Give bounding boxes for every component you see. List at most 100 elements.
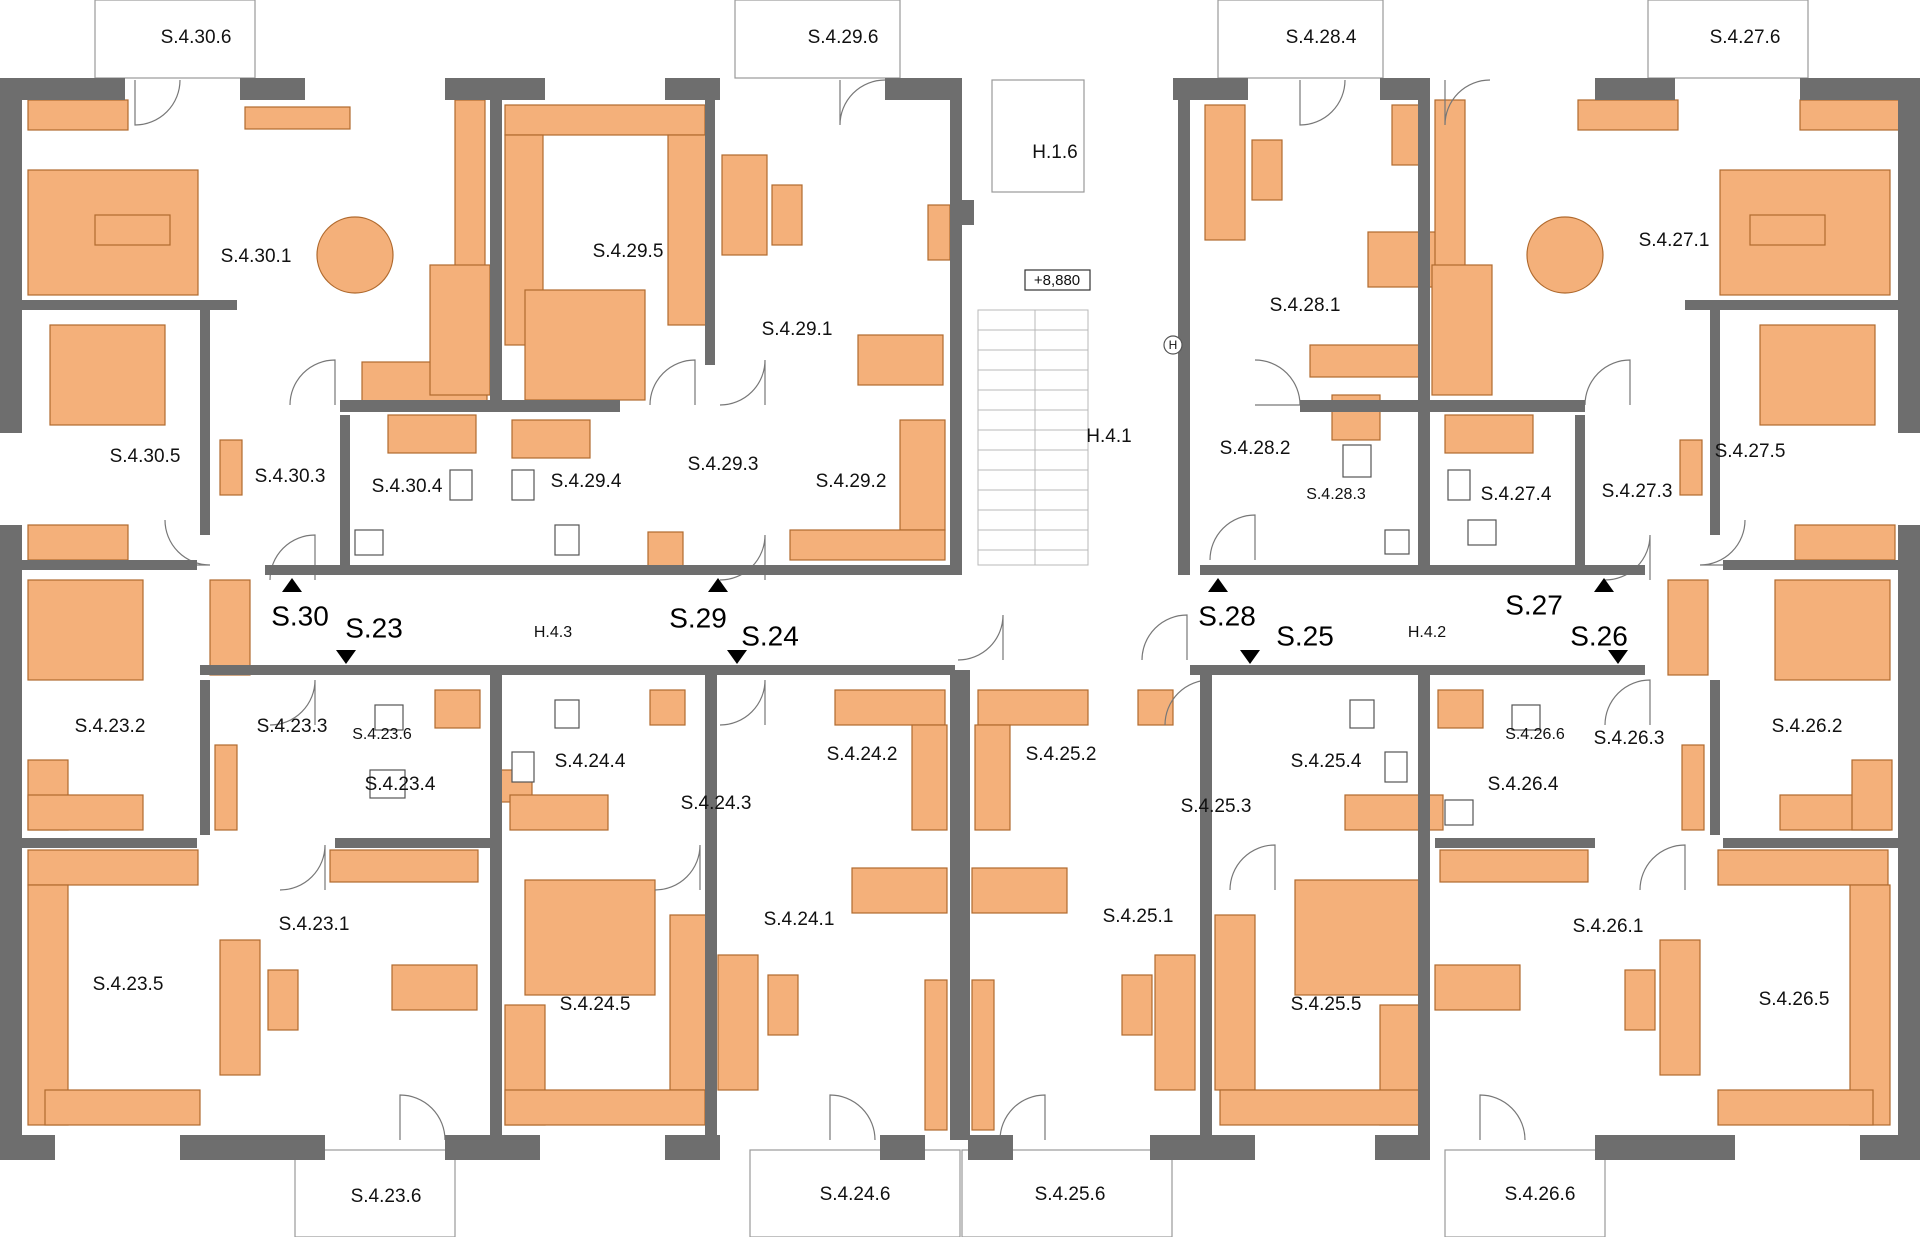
door xyxy=(839,79,886,126)
room-label: S.4.26.6 xyxy=(1505,1184,1576,1205)
sink xyxy=(511,751,535,783)
kitchen-counter xyxy=(1309,344,1421,378)
room-label: S.4.30.3 xyxy=(255,466,326,487)
wall xyxy=(950,78,962,575)
room-label: S.4.25.1 xyxy=(1103,906,1174,927)
wall xyxy=(665,78,720,100)
room-label: S.4.30.4 xyxy=(372,476,443,497)
balcony-s4246 xyxy=(749,1149,961,1237)
wall xyxy=(490,670,502,1140)
balcony-s4266 xyxy=(1444,1149,1606,1237)
wall xyxy=(265,565,955,575)
wardrobe xyxy=(1717,849,1889,886)
wall xyxy=(335,838,495,848)
coffee-table xyxy=(771,184,803,246)
wall xyxy=(705,670,717,1140)
entrance-label: S.30 xyxy=(271,600,329,631)
wall xyxy=(885,78,960,100)
room-label: S.4.24.1 xyxy=(764,909,835,930)
tv-console xyxy=(244,106,351,130)
bed xyxy=(524,879,656,996)
elevation-box xyxy=(1024,269,1091,291)
sink xyxy=(511,469,535,501)
wall xyxy=(1898,795,1920,1160)
shelf xyxy=(649,689,686,726)
entrance-markers: S.30 S.23 S.29 S.24 S.28 S.25 S.27 S.26 xyxy=(271,578,1628,664)
wall xyxy=(340,400,620,412)
sofa xyxy=(1154,954,1196,1091)
room-label: S.4.29.5 xyxy=(593,241,664,262)
room-label: S.4.26.4 xyxy=(1488,774,1559,795)
fixtures xyxy=(354,444,1541,826)
wall xyxy=(1723,560,1898,570)
kitchen-counter xyxy=(834,689,946,726)
wall xyxy=(1418,78,1430,568)
kitchen-counter xyxy=(329,849,479,883)
toilet xyxy=(1349,699,1375,729)
bathtub xyxy=(1444,414,1534,454)
sofa xyxy=(717,954,759,1091)
sofa xyxy=(219,939,261,1076)
shelf xyxy=(1679,439,1703,496)
entrance-label: S.23 xyxy=(345,612,403,643)
room-label: S.4.24.3 xyxy=(681,793,752,814)
coffee-table xyxy=(1121,974,1153,1036)
shelf xyxy=(647,531,684,568)
wall xyxy=(1860,1135,1920,1160)
door xyxy=(399,1094,446,1141)
door xyxy=(1254,359,1301,406)
door xyxy=(1584,359,1631,406)
kitchen-counter xyxy=(1439,849,1589,883)
wall xyxy=(1898,525,1920,795)
door xyxy=(269,679,316,726)
sofa xyxy=(1659,939,1701,1076)
wall xyxy=(0,78,22,433)
door xyxy=(957,614,1004,661)
room-label: S.4.25.2 xyxy=(1026,744,1097,765)
wall xyxy=(240,78,305,100)
wardrobe xyxy=(1849,884,1891,1126)
wall xyxy=(1380,78,1430,100)
door xyxy=(719,359,766,406)
wall xyxy=(1300,400,1435,412)
room-label: S.4.24.2 xyxy=(827,744,898,765)
wall xyxy=(22,300,237,310)
room-label: S.4.29.6 xyxy=(808,27,879,48)
wall xyxy=(340,415,350,565)
wall xyxy=(0,78,125,100)
wall xyxy=(1190,665,1645,675)
room-label: S.4.28.1 xyxy=(1270,295,1341,316)
door xyxy=(1604,679,1651,726)
room-label: S.4.25.5 xyxy=(1291,994,1362,1015)
balcony-s4296 xyxy=(734,0,901,79)
wall xyxy=(1685,300,1900,310)
wall xyxy=(1418,670,1430,1140)
kitchen-counter xyxy=(911,724,948,831)
balcony-s4256 xyxy=(961,1149,1173,1237)
kitchen-corner xyxy=(1431,264,1493,396)
entrance-arrow-up xyxy=(1594,578,1614,592)
dining-table xyxy=(851,867,948,914)
entrance-arrow-up xyxy=(1208,578,1228,592)
room-label: S.4.26.5 xyxy=(1759,989,1830,1010)
toilet xyxy=(1467,519,1497,546)
heating-marker: H xyxy=(1163,335,1183,355)
door xyxy=(999,1094,1046,1141)
door xyxy=(1141,614,1188,661)
door xyxy=(719,534,766,581)
wall xyxy=(705,100,715,365)
wall xyxy=(200,665,955,675)
room-label: S.4.27.6 xyxy=(1710,27,1781,48)
wall xyxy=(1430,400,1585,412)
wall xyxy=(962,200,974,225)
room-label: S.4.25.6 xyxy=(1035,1184,1106,1205)
cabinet xyxy=(27,99,129,131)
sofa xyxy=(1204,104,1246,241)
room-label: S.4.25.4 xyxy=(1291,751,1362,772)
coffee-table xyxy=(1251,139,1283,201)
wall xyxy=(1595,78,1675,100)
room-label: S.4.23.6 xyxy=(352,726,412,743)
door xyxy=(279,844,326,891)
door xyxy=(1229,844,1276,891)
bed xyxy=(1774,579,1891,681)
